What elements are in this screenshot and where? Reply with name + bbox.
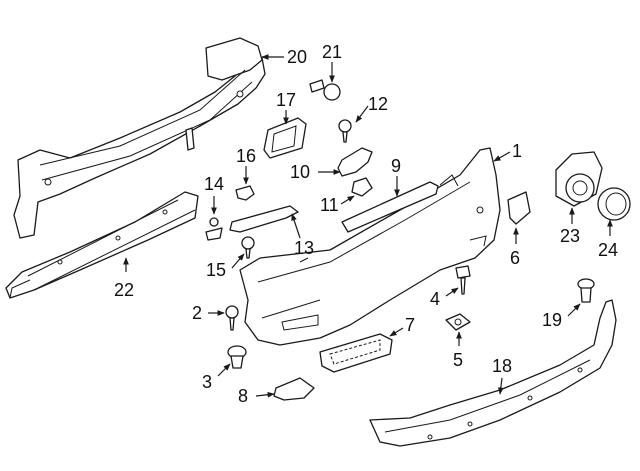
callout-20: 20 [287, 47, 307, 67]
part-lower-valance [369, 299, 617, 447]
part-nut-5 [445, 313, 471, 331]
callout-17: 17 [276, 90, 296, 110]
callout-12: 12 [368, 94, 388, 114]
callout-8: 8 [238, 386, 248, 406]
callout-15: 15 [206, 260, 226, 280]
part-clip-16 [235, 185, 255, 201]
callout-13: 13 [294, 238, 314, 258]
part-screw-2 [225, 305, 239, 331]
part-bolt-4 [455, 265, 471, 295]
part-energy-absorber [5, 191, 199, 299]
part-grille-7 [319, 333, 393, 373]
part-sensor-ring-24 [597, 187, 631, 221]
part-bracket-10 [337, 147, 373, 177]
part-screw-15 [241, 236, 255, 259]
part-push-pin-14 [205, 217, 223, 241]
callout-22: 22 [114, 280, 134, 300]
part-trim-strip [341, 181, 439, 233]
callout-7: 7 [405, 315, 415, 335]
callout-11: 11 [320, 195, 339, 215]
part-bracket-13 [229, 205, 299, 233]
part-push-pin-19 [577, 278, 595, 303]
part-clip-3 [227, 345, 247, 369]
callout-1: 1 [512, 141, 522, 161]
callout-19: 19 [542, 310, 562, 330]
part-reinforcement-bar [13, 37, 266, 239]
callout-23: 23 [560, 226, 580, 246]
callout-lines [123, 54, 613, 398]
part-reflector-6 [507, 191, 531, 225]
part-sensor-23 [555, 151, 603, 207]
part-clip-11 [351, 177, 373, 197]
callout-14: 14 [204, 174, 224, 194]
callout-16: 16 [236, 146, 256, 166]
callout-18: 18 [492, 356, 512, 376]
callout-labels: 1 2 3 4 5 6 7 8 9 10 11 12 13 14 15 16 1… [114, 42, 618, 406]
part-bumper-cover [239, 147, 501, 346]
part-cap-8 [273, 377, 315, 401]
part-license-lamp [263, 117, 307, 159]
callout-21: 21 [322, 42, 342, 62]
callout-6: 6 [510, 248, 520, 268]
part-screw-12 [338, 119, 352, 143]
callout-4: 4 [430, 289, 440, 309]
callout-5: 5 [453, 350, 463, 370]
callout-24: 24 [598, 240, 618, 260]
callout-9: 9 [391, 156, 401, 176]
callout-3: 3 [202, 372, 212, 392]
callout-2: 2 [192, 303, 202, 323]
part-screw-21 [309, 79, 341, 101]
callout-10: 10 [290, 162, 310, 182]
